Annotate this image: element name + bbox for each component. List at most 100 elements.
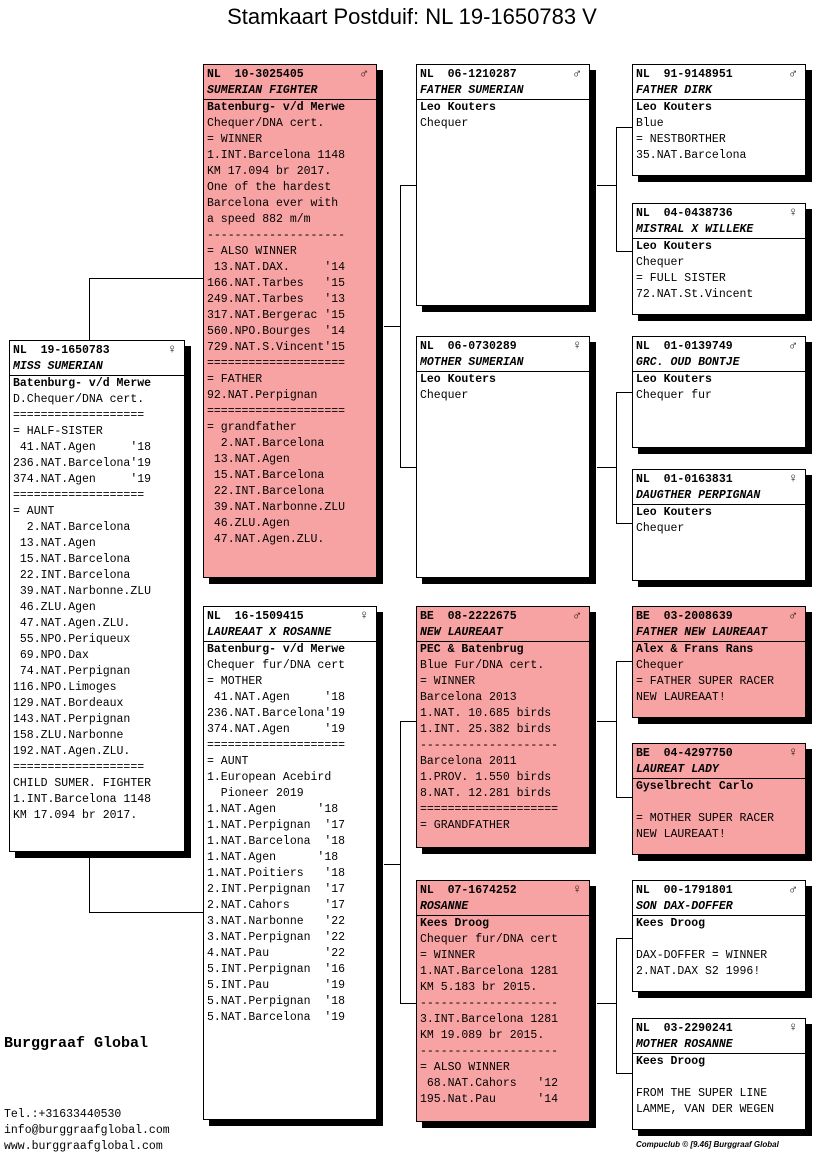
pigeon-info-line: 1.INT.Barcelona 1148 — [207, 149, 346, 162]
pigeon-info-line: 46.ZLU.Agen — [207, 517, 290, 530]
connector-line — [89, 852, 90, 913]
pigeon-header: NL 01-0139749♂ — [633, 337, 805, 355]
ring-number: BE 08-2222675 — [420, 610, 517, 623]
pigeon-info-line: =================== — [13, 761, 145, 774]
pigeon-info-line: LAMME, VAN DER WEGEN — [636, 1103, 775, 1116]
ring-number: NL 00-1791801 — [636, 884, 733, 897]
page-title: Stamkaart Postduif: NL 19-1650783 V — [227, 4, 597, 29]
female-symbol-icon: ♀ — [789, 205, 797, 220]
pigeon-info-line: 1.NAT.Barcelona '18 — [207, 835, 346, 848]
pigeon-info-line: Barcelona ever with — [207, 197, 339, 210]
contact-website[interactable]: www.burggraafglobal.com — [4, 1140, 163, 1153]
pigeon-info-line: = GRANDFATHER — [420, 819, 510, 832]
pigeon-info-line: a speed 882 m/m — [207, 213, 311, 226]
pigeon-info-line: 1.NAT. 10.685 birds — [420, 707, 552, 720]
pigeon-info-line: Blue Fur/DNA cert. — [420, 659, 545, 672]
connector-line — [616, 797, 632, 798]
pigeon-info-line: 1.INT.Barcelona 1148 — [13, 793, 152, 806]
pigeon-info-line: 5.NAT.Barcelona '19 — [207, 1011, 346, 1024]
male-symbol-icon: ♂ — [573, 66, 581, 81]
pigeon-header: NL 91-9148951 ♂ — [633, 65, 805, 83]
pigeon-info-line: 72.NAT.St.Vincent — [636, 288, 754, 301]
pigeon-info-line — [633, 932, 805, 948]
pigeon-name: MOTHER SUMERIAN — [417, 355, 589, 372]
pigeon-header: NL 19-1650783♀ — [10, 341, 184, 359]
pigeon-info-line: = MOTHER — [207, 675, 263, 688]
connector-line — [400, 185, 416, 186]
pigeon-header: NL 07-1674252♀ — [417, 881, 589, 899]
pigeon-info-line: 5.INT.Pau '19 — [207, 979, 346, 992]
male-symbol-icon: ♂ — [789, 608, 797, 623]
ring-number: NL 91-9148951 — [636, 68, 733, 81]
male-symbol-icon: ♂ — [789, 882, 797, 897]
pigeon-info-line: 22.INT.Barcelona — [13, 569, 131, 582]
pigeon-info-line: 2.NAT.Cahors '17 — [207, 899, 346, 912]
pigeon-info-line: = FATHER SUPER RACER — [636, 675, 775, 688]
pigeon-info-line: = WINNER — [207, 133, 263, 146]
pigeon-info-line: 116.NPO.Limoges — [13, 681, 117, 694]
pigeon-info-line: 166.NAT.Tarbes '15 — [207, 277, 346, 290]
pigeon-name: SUMERIAN FIGHTER — [204, 83, 376, 100]
pigeon-info-line: 249.NAT.Tarbes '13 — [207, 293, 346, 306]
pigeon-info-line: 129.NAT.Bordeaux — [13, 697, 124, 710]
pigeon-info-line: -------------------- — [420, 997, 559, 1010]
pigeon-info-line: = MOTHER SUPER RACER — [636, 812, 775, 825]
pigeon-info-line: Pioneer 2019 — [207, 787, 304, 800]
pigeon-info-line: Chequer — [636, 256, 685, 269]
ring-number: NL 01-0139749 — [636, 340, 733, 353]
pigeon-info-line: D.Chequer/DNA cert. — [13, 393, 145, 406]
pigeon-info-line: 92.NAT.Perpignan — [207, 389, 318, 402]
pigeon-info-line: 1.NAT.Perpignan '17 — [207, 819, 346, 832]
ring-number: BE 04-4297750 — [636, 747, 733, 760]
contact-email[interactable]: info@burggraafglobal.com — [4, 1124, 170, 1137]
contact-phone: Tel.:+31633440530 — [4, 1108, 122, 1121]
connector-line — [616, 1073, 632, 1074]
connector-line — [616, 392, 617, 524]
pigeon-name: SON DAX-DOFFER — [633, 899, 805, 916]
ring-number: NL 19-1650783 — [13, 344, 110, 357]
pigeon-info-line: KM 17.094 br 2017. — [13, 809, 138, 822]
pigeon-info-line: 41.NAT.Agen '18 — [207, 691, 346, 704]
pigeon-info-line: 46.ZLU.Agen — [13, 601, 96, 614]
male-symbol-icon: ♂ — [360, 66, 368, 81]
pigeon-info-line: -------------------- — [207, 229, 346, 242]
pigeon-info-line: 47.NAT.Agen.ZLU. — [207, 533, 325, 546]
pigeon-owner: Batenburg- v/d Merwe — [13, 377, 152, 390]
pigeon-info-line: Chequer fur/DNA cert — [420, 933, 559, 946]
pigeon-info-line: 2.NAT.Barcelona — [13, 521, 131, 534]
pigeon-info-line: 195.Nat.Pau '14 — [420, 1093, 559, 1106]
ring-number: NL 06-0730289 — [420, 340, 517, 353]
pigeon-info-line: 1.NAT.Agen '18 — [207, 803, 339, 816]
pigeon-info-line: 3.NAT.Perpignan '22 — [207, 931, 346, 944]
pigeon-owner: Leo Kouters — [420, 373, 496, 386]
pigeon-header: NL 01-0163831♀ — [633, 470, 805, 488]
pigeon-info-line: FROM THE SUPER LINE — [636, 1087, 768, 1100]
pigeon-info-line: 2.INT.Perpignan '17 — [207, 883, 346, 896]
pigeon-info-line: = NESTBORTHER — [636, 133, 726, 146]
pigeon-info-line: -------------------- — [420, 1045, 559, 1058]
female-symbol-icon: ♀ — [789, 471, 797, 486]
pigeon-owner: Alex & Frans Rans — [636, 643, 754, 656]
pigeon-info-line: One of the hardest — [207, 181, 332, 194]
ring-number: NL 06-1210287 — [420, 68, 517, 81]
connector-line — [597, 467, 616, 468]
pigeon-info-line: 1.INT. 25.382 birds — [420, 723, 552, 736]
connector-line — [616, 938, 617, 1074]
connector-line — [400, 467, 416, 468]
connector-line — [384, 326, 400, 327]
pigeon-owner: Kees Droog — [420, 917, 490, 930]
brand-name: Burggraaf Global — [4, 1035, 149, 1052]
ring-number: NL 04-0438736 — [636, 207, 733, 220]
female-symbol-icon: ♀ — [573, 882, 581, 897]
pigeon-owner: Leo Kouters — [636, 373, 712, 386]
female-symbol-icon: ♀ — [573, 338, 581, 353]
pigeon-info-line: 39.NAT.Narbonne.ZLU — [207, 501, 346, 514]
pigeon-header: NL 00-1791801 ♂ — [633, 881, 805, 899]
male-symbol-icon: ♂ — [789, 66, 797, 81]
